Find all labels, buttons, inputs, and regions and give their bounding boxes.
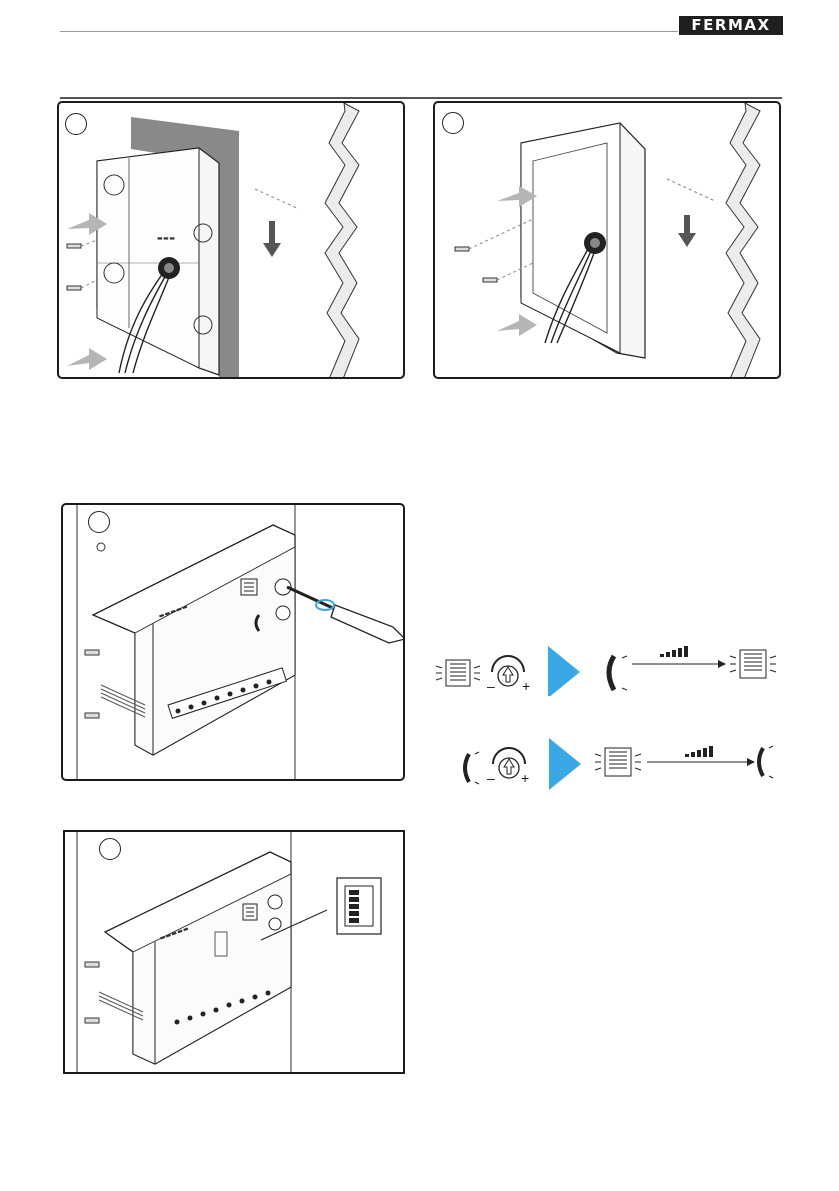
knob-icon — [492, 656, 524, 686]
speaker-grille-icon — [595, 748, 641, 776]
panel-volume-adjust: ▬▬▬▬▬ — [61, 503, 405, 781]
speaker-grille-icon — [436, 660, 480, 686]
volume-diagram-row-2: – + — [455, 736, 785, 796]
top-rule — [60, 31, 678, 32]
handset-icon — [465, 752, 479, 784]
dip-switch-illustration — [65, 832, 405, 1074]
volume-diagram-row-2-graphic — [455, 736, 785, 796]
panel-housing-mount — [433, 101, 781, 379]
surface-box-illustration — [59, 103, 405, 379]
section-rule — [60, 97, 782, 99]
housing-illustration — [435, 103, 781, 379]
panel-surface-box-mount: ▬▬▬ — [57, 101, 405, 379]
volume-bars-icon — [660, 646, 688, 657]
unit-brand-strip: ▬▬▬ — [157, 235, 176, 242]
knob-minus-label: – — [487, 770, 495, 786]
volume-adjust-illustration — [63, 505, 405, 781]
handset-icon — [609, 656, 627, 690]
knob-plus-label: + — [522, 678, 530, 694]
volume-bars-icon — [685, 746, 713, 757]
knob-minus-label: – — [487, 678, 495, 694]
brand-logo: FERMAX — [679, 16, 783, 35]
volume-diagram-row-1: – + — [436, 636, 786, 696]
knob-plus-label: + — [521, 770, 529, 786]
panel-dip-switch: ▬▬▬▬▬ — [63, 830, 405, 1074]
